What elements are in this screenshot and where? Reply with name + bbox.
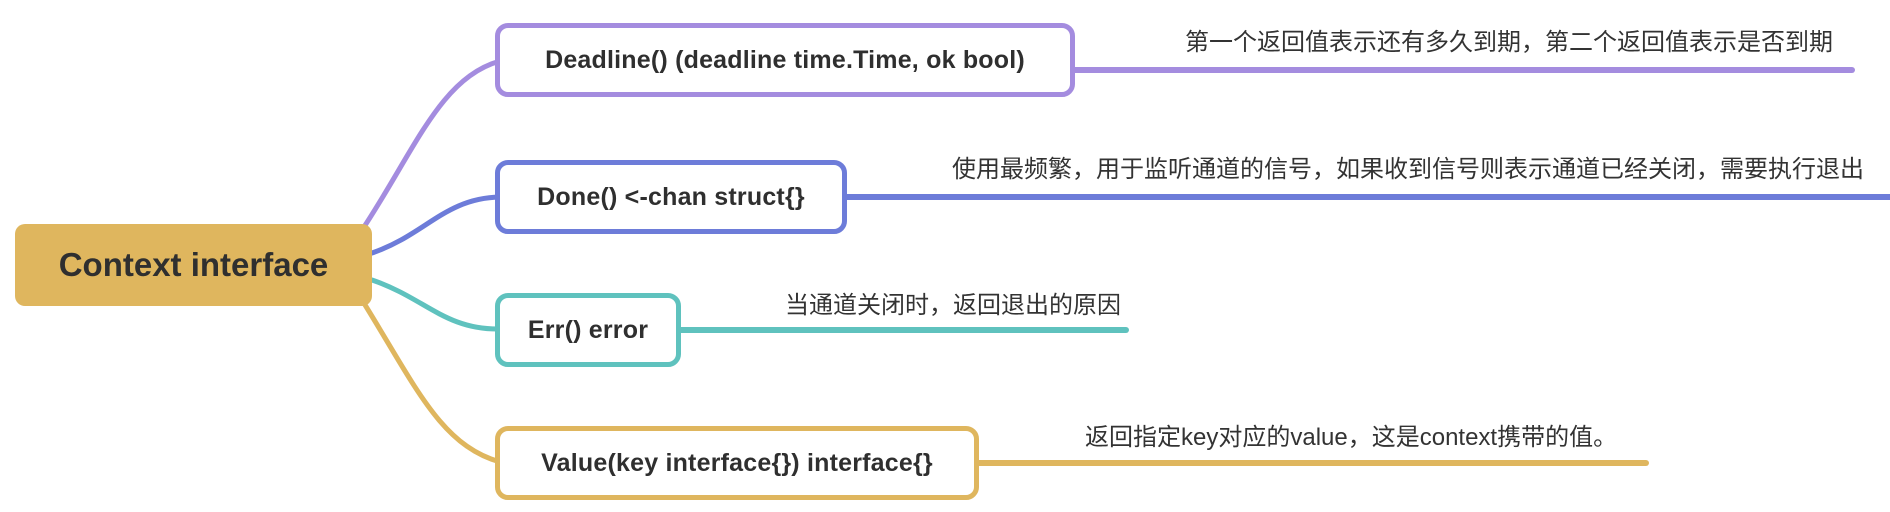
branch-curve-err xyxy=(369,277,503,332)
branch-curve-deadline xyxy=(359,58,503,233)
subtopic-note-done[interactable]: 使用最频繁，用于监听通道的信号，如果收到信号则表示通道已经关闭，需要执行退出 xyxy=(952,156,1864,183)
branch-curve-value xyxy=(359,297,503,465)
subtopic-note-err[interactable]: 当通道关闭时，返回退出的原因 xyxy=(785,292,1121,319)
topic-deadline[interactable]: Deadline() (deadline time.Time, ok bool) xyxy=(495,23,1075,97)
subtopic-note-value[interactable]: 返回指定key对应的value，这是context携带的值。 xyxy=(1085,424,1618,451)
topic-done[interactable]: Done() <-chan struct{} xyxy=(495,160,847,234)
topic-err[interactable]: Err() error xyxy=(495,293,681,367)
root-topic-context-interface[interactable]: Context interface xyxy=(15,224,372,306)
topic-value[interactable]: Value(key interface{}) interface{} xyxy=(495,426,979,500)
branch-curve-done xyxy=(369,194,503,256)
subtopic-note-deadline[interactable]: 第一个返回值表示还有多久到期，第二个返回值表示是否到期 xyxy=(1185,29,1833,56)
